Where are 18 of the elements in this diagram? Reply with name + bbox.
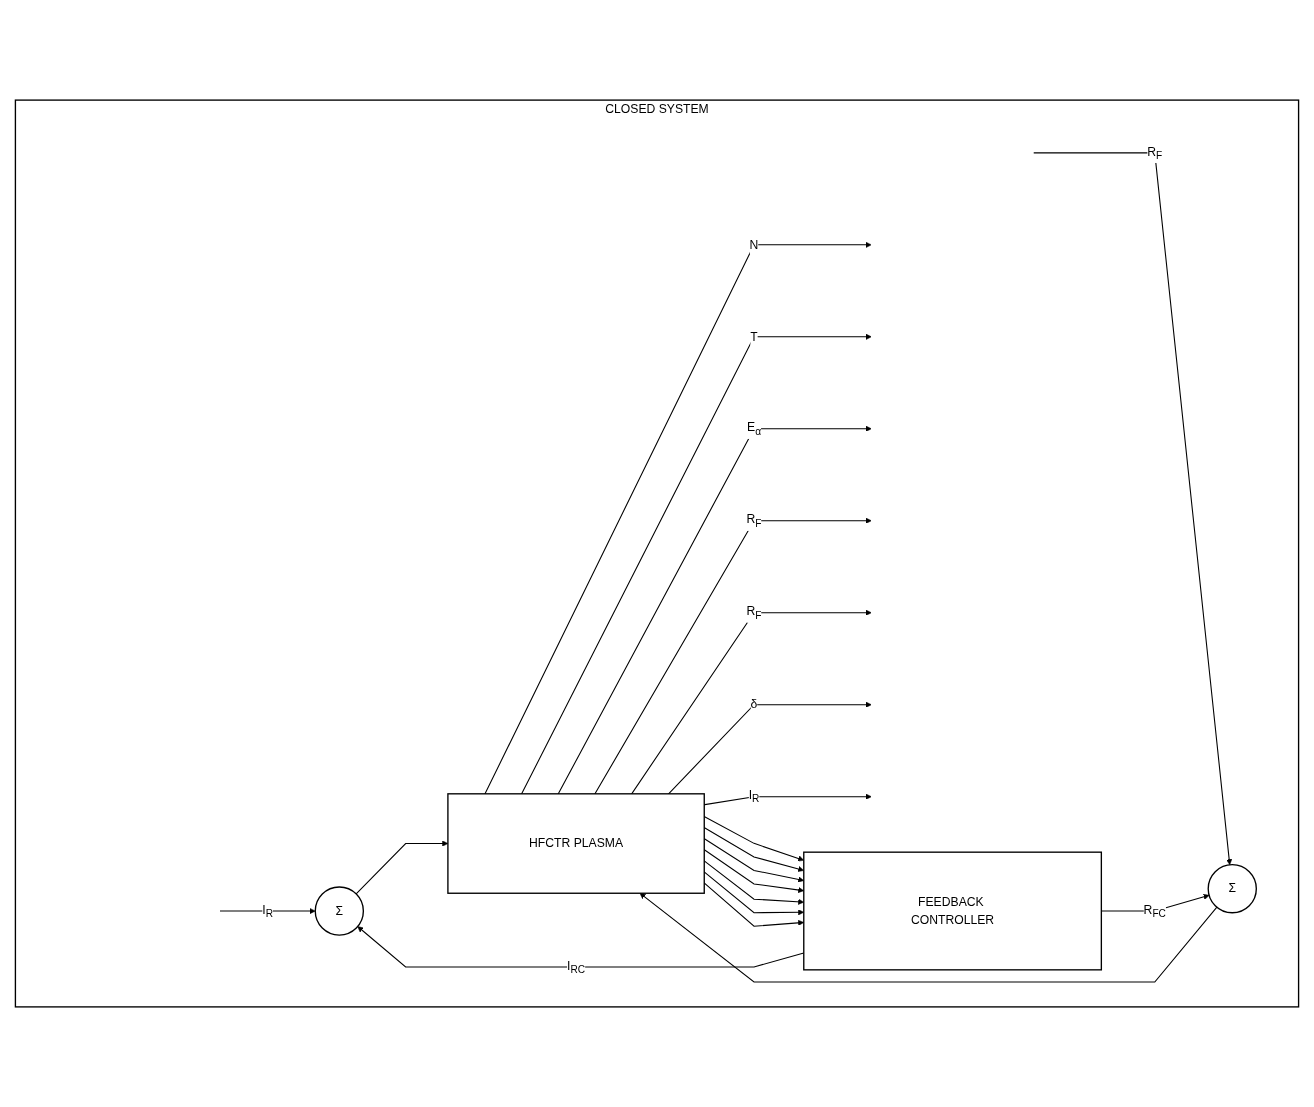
- node-box: HFCTR PLASMA: [447, 793, 705, 894]
- arrow: [219, 908, 316, 914]
- arrow: [1033, 152, 1233, 866]
- edge-label: R$_{F}$: [746, 512, 762, 529]
- edge-label: I$_{RC}$: [567, 958, 586, 975]
- node-circle: Σ: [1207, 863, 1257, 914]
- node-box: FEEDBACK CONTROLLER: [803, 851, 1103, 971]
- edge-label: R$_{F}$: [1147, 144, 1163, 161]
- edge-label: T: [750, 329, 758, 344]
- edge-label: I$_{R}$: [262, 902, 273, 919]
- edge-label: δ: [750, 697, 758, 712]
- edge-label: I$_{R}$: [748, 788, 760, 805]
- edge-label: E$_{α}$: [747, 420, 762, 437]
- edge-label: R$_{FC}$: [1143, 902, 1166, 919]
- edge-label: R$_{F}$: [746, 604, 762, 621]
- node-circle: Σ: [314, 886, 365, 936]
- edge-label: N: [749, 237, 759, 252]
- arrow: [639, 892, 1218, 983]
